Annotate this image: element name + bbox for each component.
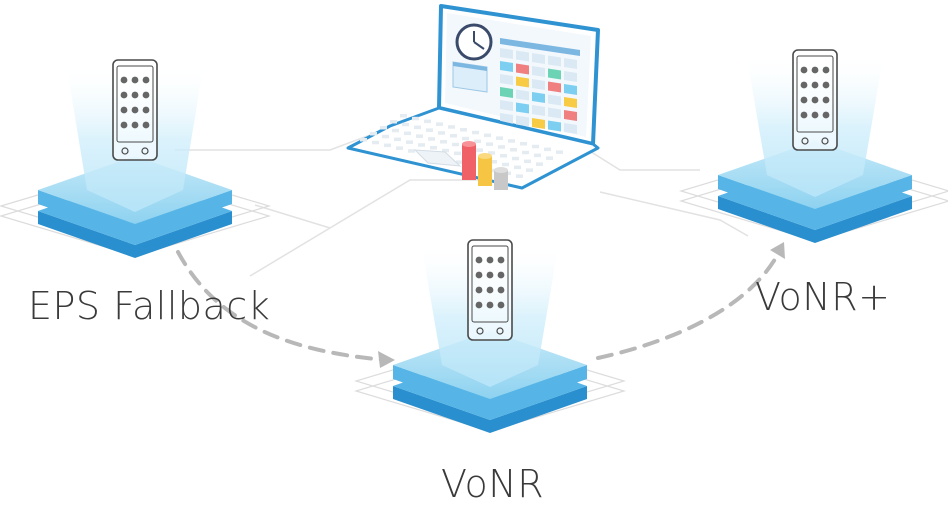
arrow-head-vonr (378, 351, 395, 368)
phone-icon (467, 239, 513, 341)
arrow-head-vonr-plus (770, 242, 785, 259)
station-vonr (353, 239, 627, 433)
calendar-grid (500, 38, 580, 134)
arrow-eps-to-vonr (176, 250, 387, 362)
node-label-vonr-plus: VoNR+ (755, 275, 891, 319)
phone-icon (112, 59, 158, 161)
station-layer-bottom (718, 196, 912, 243)
station-vonr_plus (678, 49, 948, 243)
station-layer-top-side (393, 365, 587, 413)
laptop-touchpad (413, 149, 462, 167)
dashed-arrows (176, 250, 780, 362)
arrow-vonr-to-vonr-plus (596, 252, 780, 360)
arrow-heads (378, 242, 785, 368)
clock-icon (455, 23, 493, 61)
node-label-vonr: VoNR (441, 462, 545, 506)
phone-icon (792, 49, 838, 151)
station-layer-top-side (38, 190, 232, 238)
bar-chart-icon (462, 141, 508, 190)
stations-layer (0, 49, 948, 433)
station-layer-top-side (718, 175, 912, 223)
node-label-eps-fallback: EPS Fallback (28, 284, 271, 328)
station-layer-bottom (38, 211, 232, 258)
station-eps (0, 59, 272, 258)
station-layer-bottom (393, 386, 587, 433)
laptop-illustration: 25 (346, 4, 600, 190)
